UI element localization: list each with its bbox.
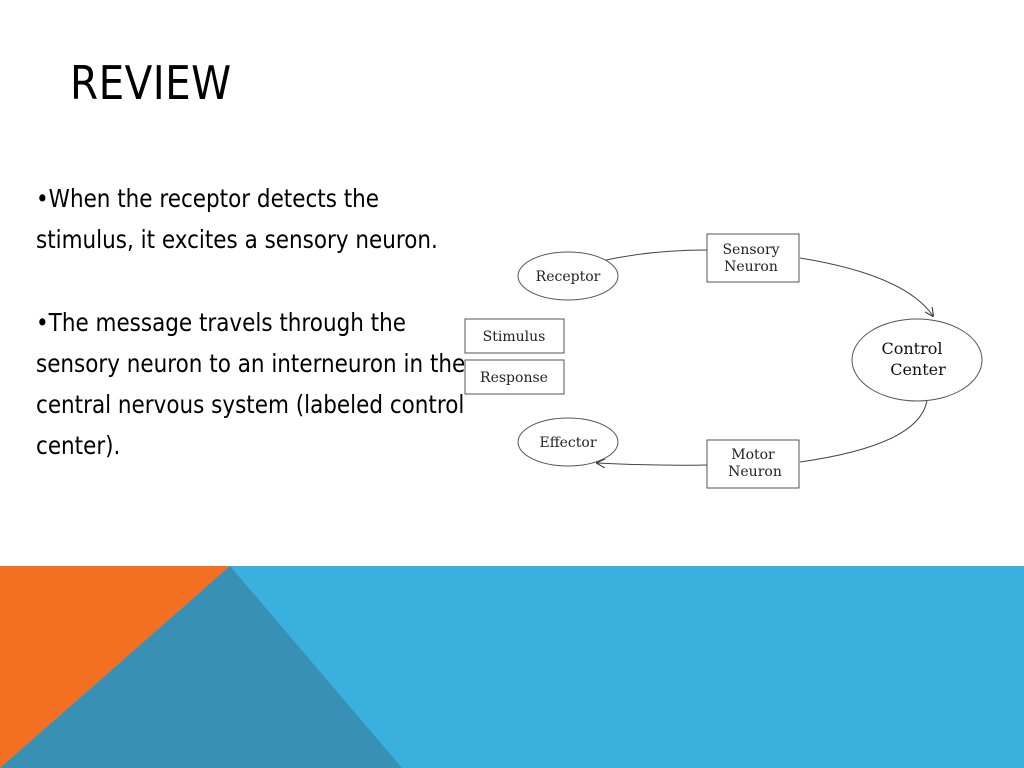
stimulus-label: Stimulus <box>483 329 546 345</box>
footer-orange-triangle <box>0 566 230 768</box>
arc-motor-to-effector <box>597 463 708 465</box>
receptor-label: Receptor <box>536 269 601 285</box>
bullet-item: •When the receptor detects the stimulus,… <box>36 184 438 254</box>
sensory-neuron-node: Sensory Neuron <box>706 233 800 283</box>
footer-decoration <box>0 566 1024 768</box>
control-center-label-line1: Control <box>881 339 942 358</box>
footer-dark-blue-triangle <box>0 566 402 768</box>
stimulus-box: Stimulus <box>464 318 565 354</box>
slide-title: REVIEW <box>70 56 232 110</box>
motor-neuron-label-line2: Neuron <box>728 464 782 480</box>
arc-sensory-to-control <box>799 257 933 316</box>
response-box: Response <box>464 359 565 395</box>
sensory-neuron-label-line2: Neuron <box>724 259 778 275</box>
receptor-node: Receptor <box>517 251 619 301</box>
sensory-neuron-label-line1: Sensory <box>722 242 779 258</box>
bullet-item: •The message travels through the sensory… <box>36 308 466 460</box>
motor-neuron-node: Motor Neuron <box>706 439 800 489</box>
bullet-list: •When the receptor detects the stimulus,… <box>36 178 470 466</box>
arc-control-to-motor <box>799 399 928 463</box>
effector-node: Effector <box>517 417 619 467</box>
control-center-label-line2: Center <box>890 360 946 379</box>
control-center-node: Control Center <box>851 318 983 402</box>
motor-neuron-label-line1: Motor <box>731 447 775 463</box>
response-label: Response <box>480 370 548 386</box>
reflex-arc-diagram: Receptor Sensory Neuron Control Center S… <box>464 233 983 489</box>
effector-label: Effector <box>539 435 596 451</box>
